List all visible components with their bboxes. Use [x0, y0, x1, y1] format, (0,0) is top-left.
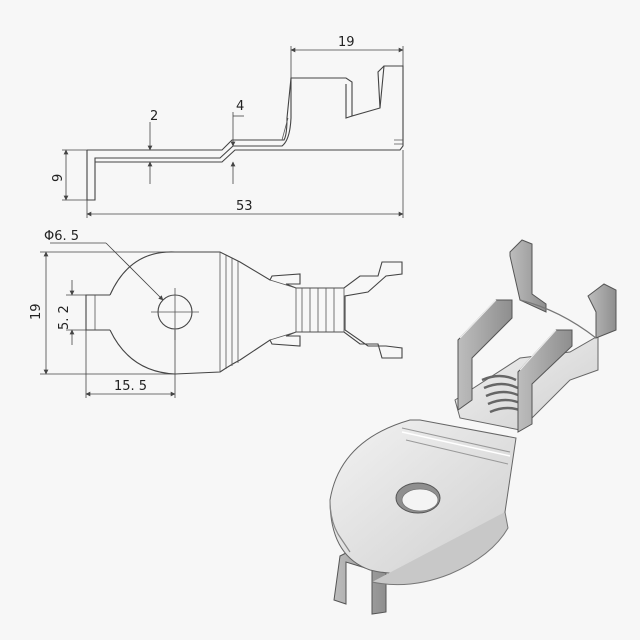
- dim-barrel-length: 19: [338, 35, 355, 50]
- dim-tab-width: 5. 2: [57, 305, 72, 330]
- dim-thickness: 2: [150, 109, 158, 124]
- dim-step: 4: [236, 99, 244, 114]
- dim-hole-offset: 15. 5: [114, 379, 147, 394]
- dim-hole-diameter: Φ6. 5: [44, 229, 79, 244]
- dim-width: 19: [29, 303, 44, 320]
- dim-overall-length: 53: [236, 199, 253, 214]
- top-profile: [109, 251, 403, 375]
- side-profile: [86, 65, 404, 201]
- top-view: Φ6. 5 19 5. 2 15. 5: [29, 229, 403, 398]
- dim-height: 9: [51, 174, 66, 182]
- iso-view: [329, 239, 617, 615]
- side-view: 53 19 9 2 4: [51, 35, 404, 218]
